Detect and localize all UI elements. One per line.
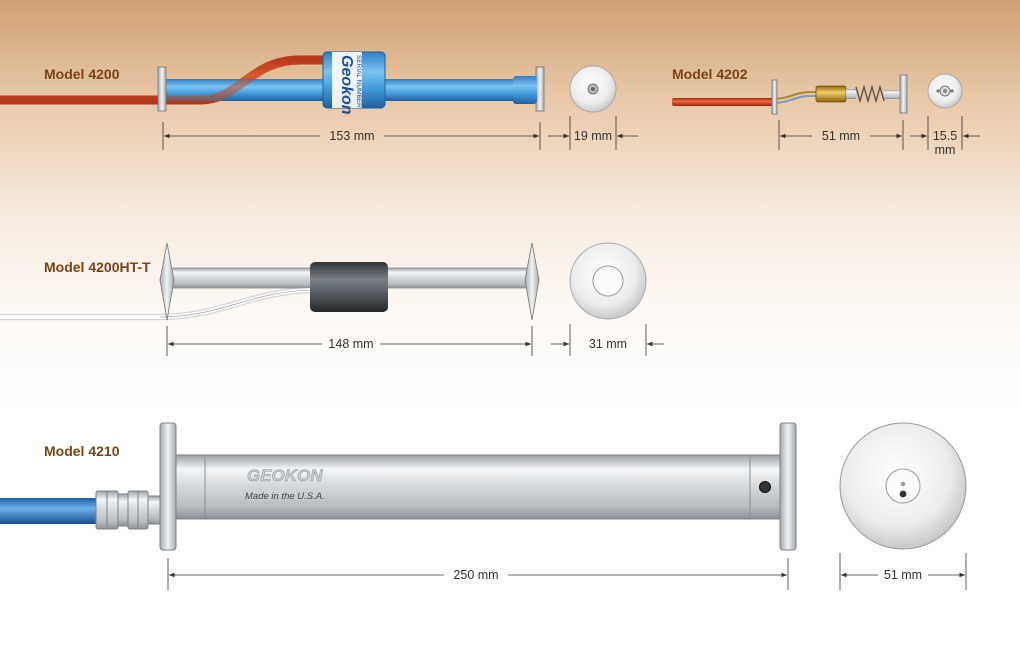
model-4202-diameter: 15.5 mm — [928, 129, 962, 157]
made-in-usa-4210: Made in the U.S.A. — [245, 491, 325, 502]
model-4200-gauge: Geokon SERIAL NUMBER — [0, 51, 545, 115]
model-4202-end-view — [927, 73, 963, 109]
dimension-lines — [162, 116, 980, 590]
model-4202-diameter-unit: mm — [934, 143, 956, 157]
model-4200ht-t-gauge — [0, 242, 540, 321]
model-4202-diameter-value: 15.5 — [932, 129, 958, 143]
model-4200-length: 153 mm — [329, 129, 375, 143]
model-4200ht-t-diameter: 31 mm — [588, 337, 628, 351]
model-4200-label: Model 4200 — [44, 66, 120, 82]
model-4200ht-t-length: 148 mm — [328, 337, 374, 351]
model-4210-gauge: GEOKON Made in the U.S.A. — [0, 422, 797, 551]
model-4200ht-t-label: Model 4200HT-T — [44, 259, 151, 275]
model-4200-diameter: 19 mm — [573, 129, 613, 143]
model-4200ht-t-end-view — [569, 242, 647, 320]
model-4200-end-view — [569, 65, 617, 113]
model-4202-length: 51 mm — [821, 129, 861, 143]
serial-label-4200: SERIAL NUMBER — [355, 55, 362, 108]
model-4202-gauge — [672, 74, 908, 115]
model-4202-label: Model 4202 — [672, 66, 748, 82]
geokon-logo-4200: Geokon — [338, 55, 355, 115]
model-4210-end-view — [839, 422, 967, 550]
model-4210-diameter: 51 mm — [883, 568, 923, 582]
geokon-logo-4210: GEOKON — [247, 466, 323, 485]
model-4210-label: Model 4210 — [44, 443, 120, 459]
model-4210-length: 250 mm — [453, 568, 499, 582]
